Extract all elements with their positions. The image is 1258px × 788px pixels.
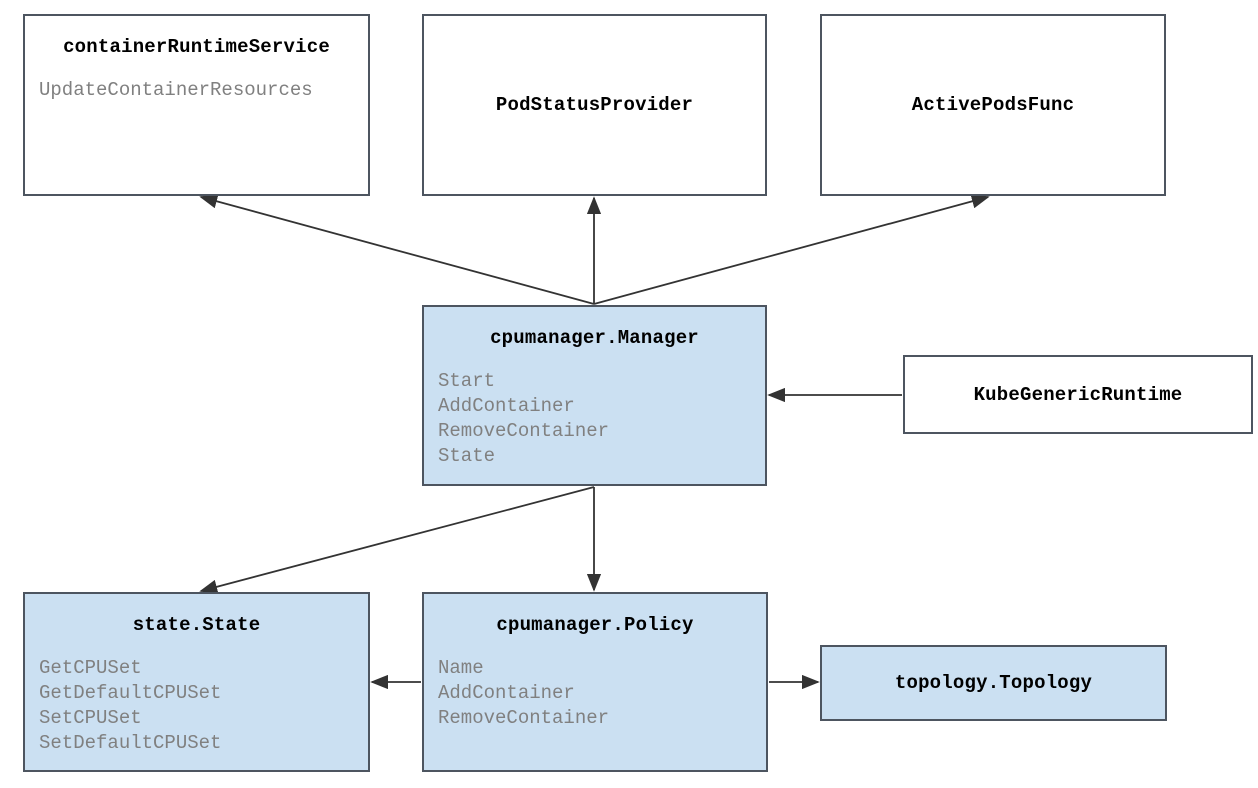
edge-manager-to-stateState bbox=[199, 486, 595, 594]
node-method: GetDefaultCPUSet bbox=[39, 682, 222, 704]
edge-manager-to-activePodsFunc bbox=[593, 194, 990, 305]
node-ActivePodsFunc[interactable]: ActivePodsFunc bbox=[820, 14, 1166, 196]
node-method: GetCPUSet bbox=[39, 657, 142, 679]
node-title-topologyTopology: topology.Topology bbox=[894, 672, 1093, 694]
node-method: RemoveContainer bbox=[438, 420, 610, 442]
node-method: State bbox=[438, 445, 496, 467]
node-method: SetDefaultCPUSet bbox=[39, 732, 222, 754]
node-method: SetCPUSet bbox=[39, 707, 142, 729]
node-title-stateState: state.State bbox=[132, 614, 261, 636]
node-method: Start bbox=[438, 370, 496, 392]
node-title-cpumanagerManager: cpumanager.Manager bbox=[490, 327, 699, 349]
node-method: AddContainer bbox=[438, 395, 575, 417]
node-method: RemoveContainer bbox=[438, 707, 610, 729]
node-PodStatusProvider[interactable]: PodStatusProvider bbox=[422, 14, 767, 196]
node-title-ActivePodsFunc: ActivePodsFunc bbox=[911, 94, 1075, 116]
node-method: UpdateContainerResources bbox=[39, 79, 313, 101]
node-method: AddContainer bbox=[438, 682, 575, 704]
node-methods-containerRuntimeService: UpdateContainerResources bbox=[39, 78, 362, 103]
node-title-cpumanagerPolicy: cpumanager.Policy bbox=[496, 614, 694, 636]
node-title-PodStatusProvider: PodStatusProvider bbox=[495, 94, 694, 116]
node-topologyTopology[interactable]: topology.Topology bbox=[820, 645, 1167, 721]
node-title-containerRuntimeService: containerRuntimeService bbox=[63, 36, 330, 58]
node-method: Name bbox=[438, 657, 484, 679]
edge-manager-to-containerRuntimeService bbox=[199, 194, 595, 305]
node-KubeGenericRuntime[interactable]: KubeGenericRuntime bbox=[903, 355, 1253, 434]
node-title-KubeGenericRuntime: KubeGenericRuntime bbox=[973, 383, 1183, 406]
